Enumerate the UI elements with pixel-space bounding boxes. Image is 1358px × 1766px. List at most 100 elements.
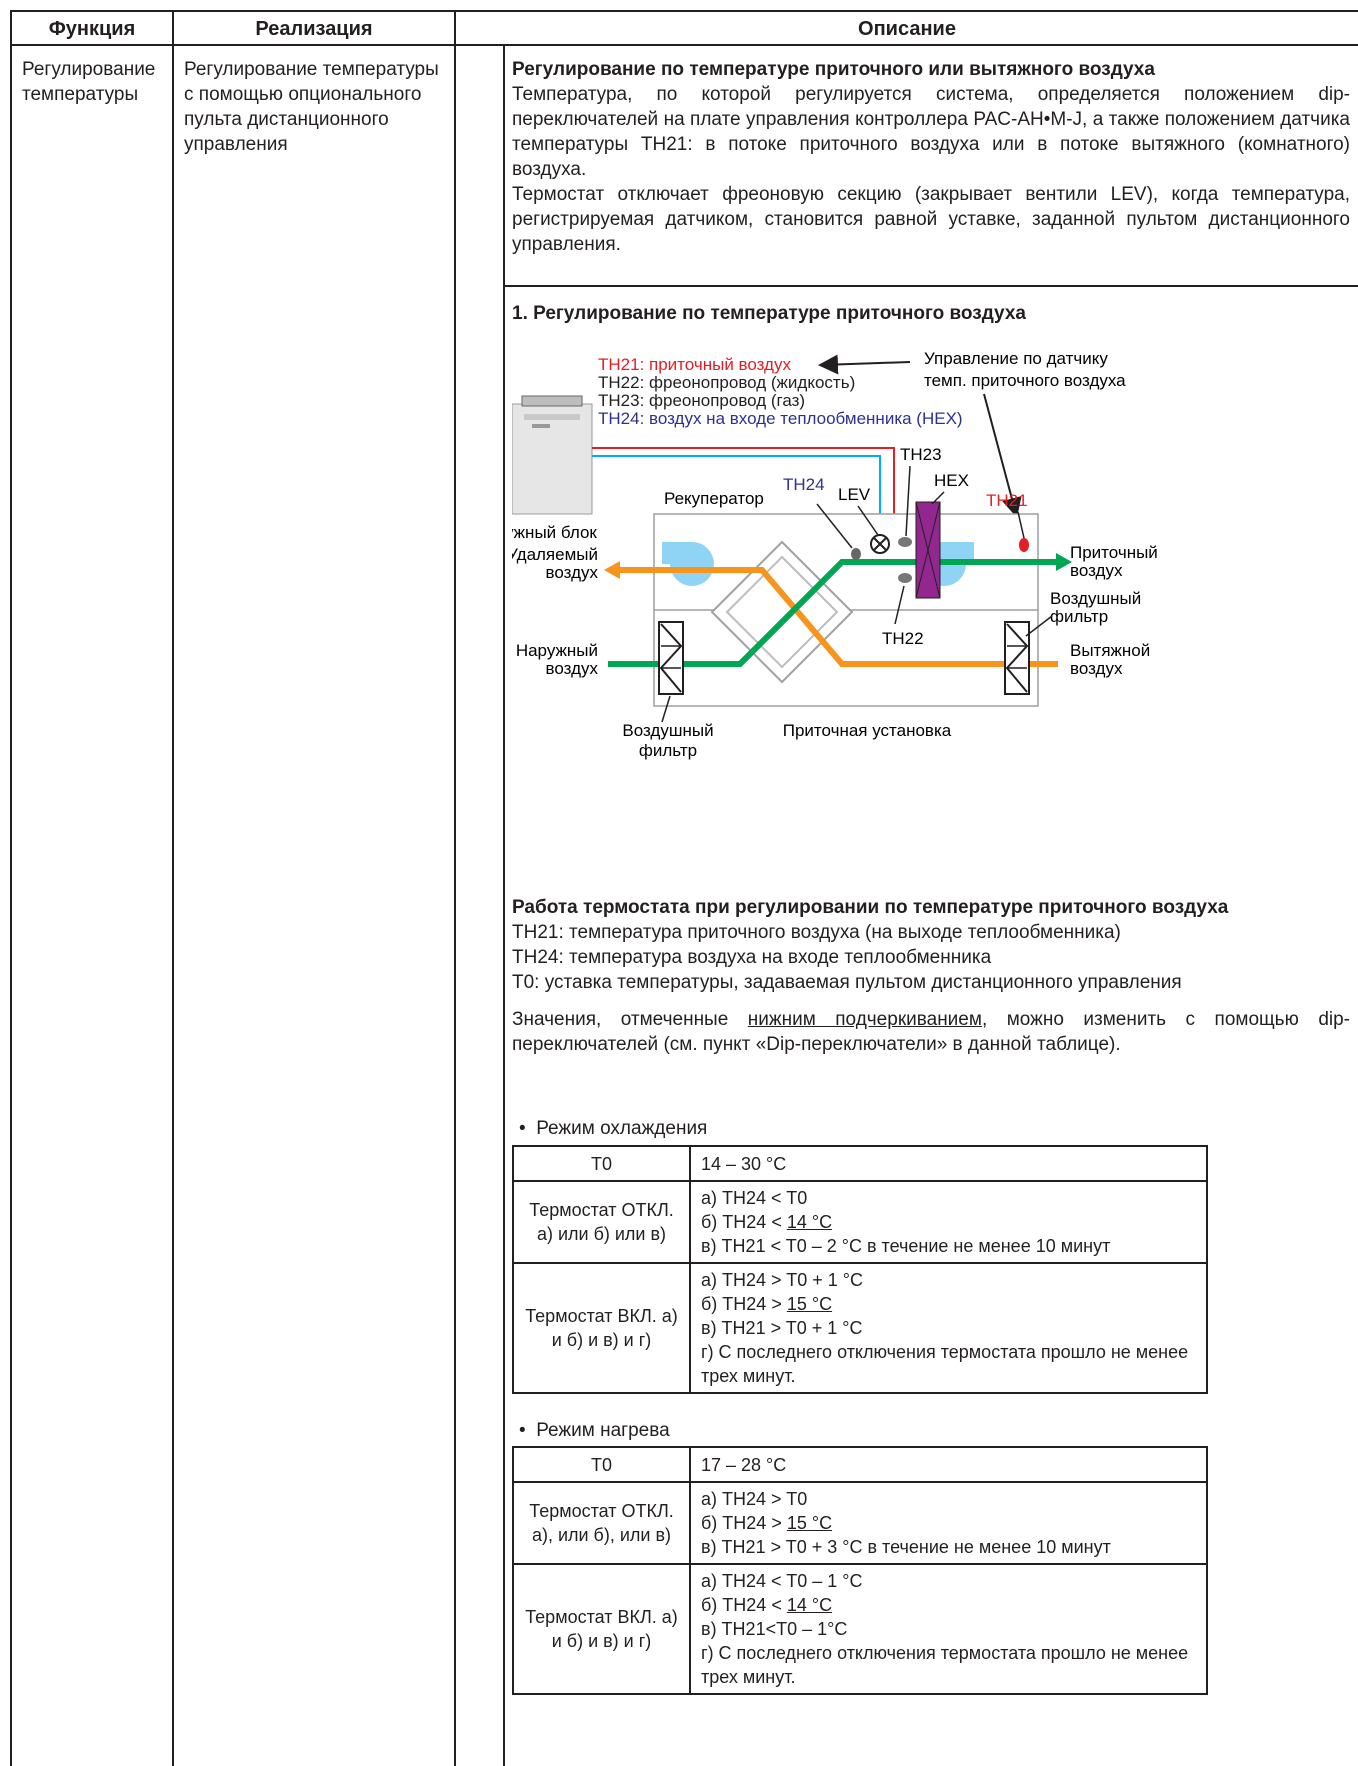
legend-th21: TH21: приточный воздух	[598, 355, 791, 374]
control-note-line1: Управление по датчику	[924, 352, 1108, 368]
cooling-t0-value: 14 – 30 °C	[689, 1145, 1208, 1182]
description-inner-border	[503, 46, 505, 1766]
supply-arrow-head	[1056, 553, 1072, 571]
lev-valve-icon	[870, 534, 890, 554]
filter-right-label-1: Воздушный	[1050, 589, 1141, 608]
table-header-rule	[10, 44, 1358, 46]
hex-coil-hatch	[915, 501, 941, 599]
exhaust-airflow	[616, 567, 1058, 667]
hex-label: HEX	[934, 471, 969, 490]
thermostat-rules: Работа термостата при регулировании по т…	[512, 895, 1350, 1057]
ahu-label: Приточная установка	[783, 721, 952, 740]
lev-leader	[857, 505, 879, 536]
th24-sensor	[851, 548, 861, 560]
exhaust-out-label-2: воздух	[546, 563, 599, 582]
intro-paragraph-1: Температура, по которой регулируется сис…	[512, 84, 1350, 180]
th23-leader	[905, 465, 911, 537]
rules-line-3: T0: уставка температуры, задаваемая пуль…	[512, 972, 1182, 993]
th22-label: TH22	[882, 629, 924, 648]
cooling-on-conditions: а) TH24 > T0 + 1 °C б) TH24 > 15 °C в) T…	[689, 1262, 1208, 1394]
recuperator-icon	[710, 540, 854, 684]
table-row: T0 17 – 28 °C	[512, 1446, 1208, 1483]
rules-line-2: TH24: температура воздуха на входе тепло…	[512, 947, 992, 968]
outdoor-air-label-1: Наружный	[516, 641, 598, 660]
intro-title: Регулирование по температуре приточного …	[512, 59, 1155, 80]
cooling-mode-label: • Режим охлаждения	[519, 1118, 708, 1139]
table-row: Термостат ВКЛ. а) и б) и в) и г) а) TH24…	[512, 1563, 1208, 1695]
cooling-table: T0 14 – 30 °C Термостат ОТКЛ. а) или б) …	[512, 1145, 1208, 1394]
cooling-on-key: Термостат ВКЛ. а) и б) и в) и г)	[512, 1262, 691, 1394]
intro-paragraph-2: Термостат отключает фреоновую секцию (за…	[512, 184, 1350, 255]
header-function: Функция	[48, 17, 136, 40]
control-note-line2: темп. приточного воздуха	[924, 371, 1126, 390]
filter-bottom-leader	[661, 695, 671, 723]
table-row: Термостат ОТКЛ. а), или б), или в) а) TH…	[512, 1481, 1208, 1565]
supply-air-label-1: Приточный	[1070, 543, 1158, 562]
heating-on-key: Термостат ВКЛ. а) и б) и в) и г)	[512, 1563, 691, 1695]
description-divider	[503, 285, 1358, 287]
th24-leader	[816, 503, 853, 549]
filter-bottom-label-2: фильтр	[639, 741, 697, 760]
air-filter-left-icon	[658, 621, 684, 695]
rules-title: Работа термостата при регулировании по т…	[512, 897, 1229, 918]
hex-leader	[931, 491, 945, 505]
ahu-diagram: TH21: приточный воздух TH22: фреонопрово…	[512, 352, 1158, 760]
heating-off-conditions: а) TH24 > T0 б) TH24 > 15 °C в) TH21 > T…	[689, 1481, 1208, 1565]
air-filter-right-icon	[1004, 621, 1030, 695]
rules-note-underlined: нижним подчеркиванием	[747, 1009, 982, 1030]
th23-sensor	[898, 537, 912, 547]
heating-off-key: Термостат ОТКЛ. а), или б), или в)	[512, 1481, 691, 1565]
th21-leader	[1017, 511, 1025, 539]
th22-sensor	[898, 573, 912, 583]
table-row: Термостат ВКЛ. а) и б) и в) и г) а) TH24…	[512, 1262, 1208, 1394]
heating-on-conditions: а) TH24 < T0 – 1 °C б) TH24 < 14 °C в) T…	[689, 1563, 1208, 1695]
table-row: T0 14 – 30 °C	[512, 1145, 1208, 1182]
return-air-label-2: воздух	[1070, 659, 1123, 678]
exhaust-out-label-1: Удаляемый	[512, 545, 598, 564]
table-col-divider	[172, 10, 174, 1766]
legend-th24: TH24: воздух на входе теплообменника (HE…	[598, 409, 963, 428]
outdoor-unit-icon	[512, 395, 593, 515]
header-description: Описание	[858, 17, 956, 40]
legend-arrow	[818, 354, 911, 375]
rules-note: Значения, отмеченные нижним подчеркивани…	[512, 1009, 1350, 1055]
filter-bottom-label-1: Воздушный	[622, 721, 713, 740]
cooling-t0-key: T0	[512, 1145, 691, 1182]
table-border-left	[10, 10, 12, 1766]
th21-label: TH21	[986, 491, 1028, 510]
table-border-top	[10, 10, 1358, 12]
recuperator-label: Рекуператор	[664, 489, 764, 508]
legend-th22: TH22: фреонопровод (жидкость)	[598, 373, 855, 392]
filter-right-label-2: фильтр	[1050, 607, 1108, 626]
heating-mode-label: • Режим нагрева	[519, 1420, 670, 1441]
th24-label: TH24	[783, 475, 825, 494]
supply-air-label-2: воздух	[1070, 561, 1123, 580]
th23-label: TH23	[900, 445, 942, 464]
outdoor-unit-label: Наружный блок	[512, 523, 597, 542]
cooling-off-conditions: а) TH24 < T0 б) TH24 < 14 °C в) TH21 < T…	[689, 1180, 1208, 1264]
gas-pipe	[592, 447, 895, 534]
heating-table: T0 17 – 28 °C Термостат ОТКЛ. а), или б)…	[512, 1446, 1208, 1695]
return-air-label-1: Вытяжной	[1070, 641, 1150, 660]
table-col-divider	[454, 10, 456, 1766]
th22-leader	[894, 585, 905, 625]
section-title: 1. Регулирование по температуре приточно…	[512, 303, 1026, 324]
legend-th23: TH23: фреонопровод (газ)	[598, 391, 805, 410]
table-row: Термостат ОТКЛ. а) или б) или в) а) TH24…	[512, 1180, 1208, 1264]
lev-label: LEV	[838, 485, 871, 504]
heating-t0-value: 17 – 28 °C	[689, 1446, 1208, 1483]
filter-right-leader	[1025, 615, 1053, 637]
function-cell: Регулирование температуры	[22, 59, 156, 105]
rules-line-1: TH21: температура приточного воздуха (на…	[512, 922, 1121, 943]
exhaust-fan-icon	[662, 542, 714, 586]
th21-sensor	[1019, 538, 1029, 552]
control-note-arrow	[983, 393, 1022, 518]
implementation-cell: Регулирование температуры с помощью опци…	[184, 59, 439, 155]
exhaust-arrow-head	[604, 561, 620, 579]
header-implementation: Реализация	[255, 17, 373, 40]
cooling-off-key: Термостат ОТКЛ. а) или б) или в)	[512, 1180, 691, 1264]
intro-block: Регулирование по температуре приточного …	[512, 57, 1350, 257]
outdoor-air-label-2: воздух	[546, 659, 599, 678]
heating-t0-key: T0	[512, 1446, 691, 1483]
